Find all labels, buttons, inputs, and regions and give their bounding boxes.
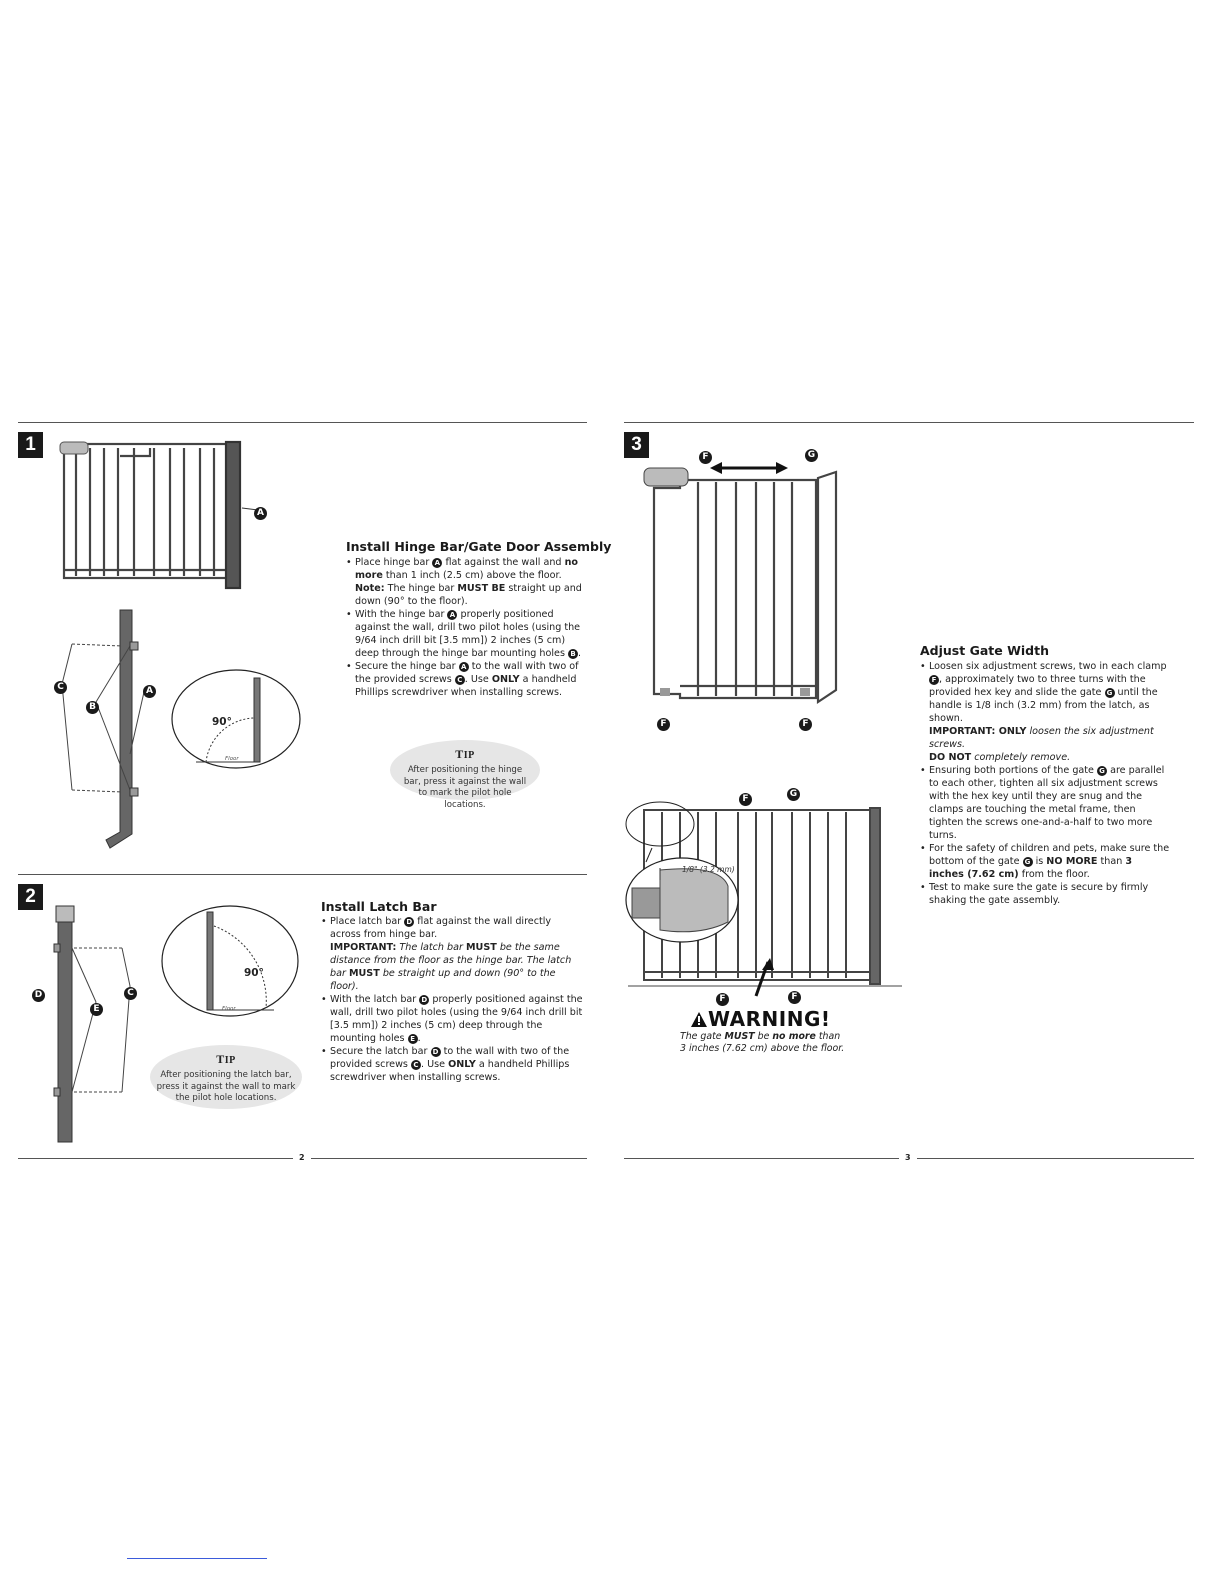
callout-g-top-badge: G [805,449,818,462]
step1-title: Install Hinge Bar/Gate Door Assembly [346,539,612,554]
step3-title: Adjust Gate Width [920,643,1049,658]
warning-title: WARNING! [708,1007,831,1031]
callout-badge: G [1097,766,1108,776]
callout-b-badge: B [86,701,99,714]
callout-badge: E [407,1034,418,1044]
callout-badge: C [454,675,465,685]
callout-e-badge: E [90,1003,103,1016]
callout-badge: G [1104,688,1115,698]
instruction-item: Secure the hinge bar A to the wall with … [346,660,586,699]
top-rule-left [18,422,587,423]
tip-bubble-step1: TIP After positioning the hinge bar, pre… [390,740,540,810]
callout-c-step2-badge: C [124,987,137,1000]
callout-badge: D [404,917,415,927]
top-rule-right [624,422,1194,423]
latch-bar-illustration [53,905,131,1143]
callout-f-detail-br-badge: F [788,991,801,1004]
step-2-badge: 2 [18,884,43,910]
callout-f-top-badge: F [699,451,712,464]
callout-a-detail-badge: A [143,685,156,698]
instruction-item: With the latch bar D properly positioned… [321,993,583,1045]
instruction-item: Test to make sure the gate is secure by … [920,881,1170,907]
step-1-badge: 1 [18,432,43,458]
instruction-item: Loosen six adjustment screws, two in eac… [920,660,1170,764]
angle-label-step2: 90° [244,967,264,979]
instruction-item: Place latch bar D flat against the wall … [321,915,583,993]
instruction-item: Place hinge bar A flat against the wall … [346,556,586,608]
hinge-bar-detail-illustration [61,609,145,849]
callout-g-detail-badge: G [787,788,800,801]
callout-badge: D [430,1047,441,1057]
gap-measurement-label: 1/8" (3.2 mm) [682,865,735,874]
angle-detail-circle [171,669,301,769]
callout-badge: C [410,1060,421,1070]
callout-d-badge: D [32,989,45,1002]
tip-bubble-step2: TIP After positioning the latch bar, pre… [150,1045,302,1109]
callout-badge: A [432,558,443,568]
angle-detail-circle-step2 [161,905,299,1017]
callout-a-badge: A [254,502,267,520]
link-underline[interactable] [127,1558,267,1559]
step1-instructions: Place hinge bar A flat against the wall … [346,556,586,699]
tip-title: TIP [455,747,475,761]
step-3-badge: 3 [624,432,649,458]
floor-label-step2: Floor [222,1006,236,1012]
callout-badge: F [929,675,939,685]
tip-text: After positioning the hinge bar, press i… [403,765,527,810]
callout-f-bl-badge: F [657,718,670,731]
callout-badge: A [447,610,458,620]
callout-badge: B [568,649,578,659]
tip-title: TIP [216,1052,236,1066]
page-number-right: 3 [899,1153,917,1162]
instruction-item: Ensuring both portions of the gate G are… [920,764,1170,842]
callout-badge: A [458,662,469,672]
step3-instructions: Loosen six adjustment screws, two in eac… [920,660,1170,907]
tip-text: After positioning the latch bar, press i… [156,1070,296,1103]
instruction-item: For the safety of children and pets, mak… [920,842,1170,881]
angle-label-step1: 90° [212,716,232,728]
step1-gate-illustration [59,440,259,590]
instruction-item: Secure the latch bar D to the wall with … [321,1045,583,1084]
callout-badge: D [419,995,430,1005]
instruction-item: With the hinge bar A properly positioned… [346,608,586,660]
callout-badge: G [1022,857,1033,867]
step2-instructions: Place latch bar D flat against the wall … [321,915,583,1084]
callout-f-detail-bl-badge: F [716,993,729,1006]
step3-gate-illustration [643,462,838,705]
callout-f-detail-badge: F [739,793,752,806]
page-number-left: 2 [293,1153,311,1162]
callout-f-br-badge: F [799,718,812,731]
step2-title: Install Latch Bar [321,899,437,914]
floor-label-step1: Floor [225,756,239,762]
divider-step2 [18,874,587,875]
step3-gate-detail-illustration [625,801,902,997]
warning-icon [690,1011,708,1033]
callout-c-badge: C [54,681,67,694]
